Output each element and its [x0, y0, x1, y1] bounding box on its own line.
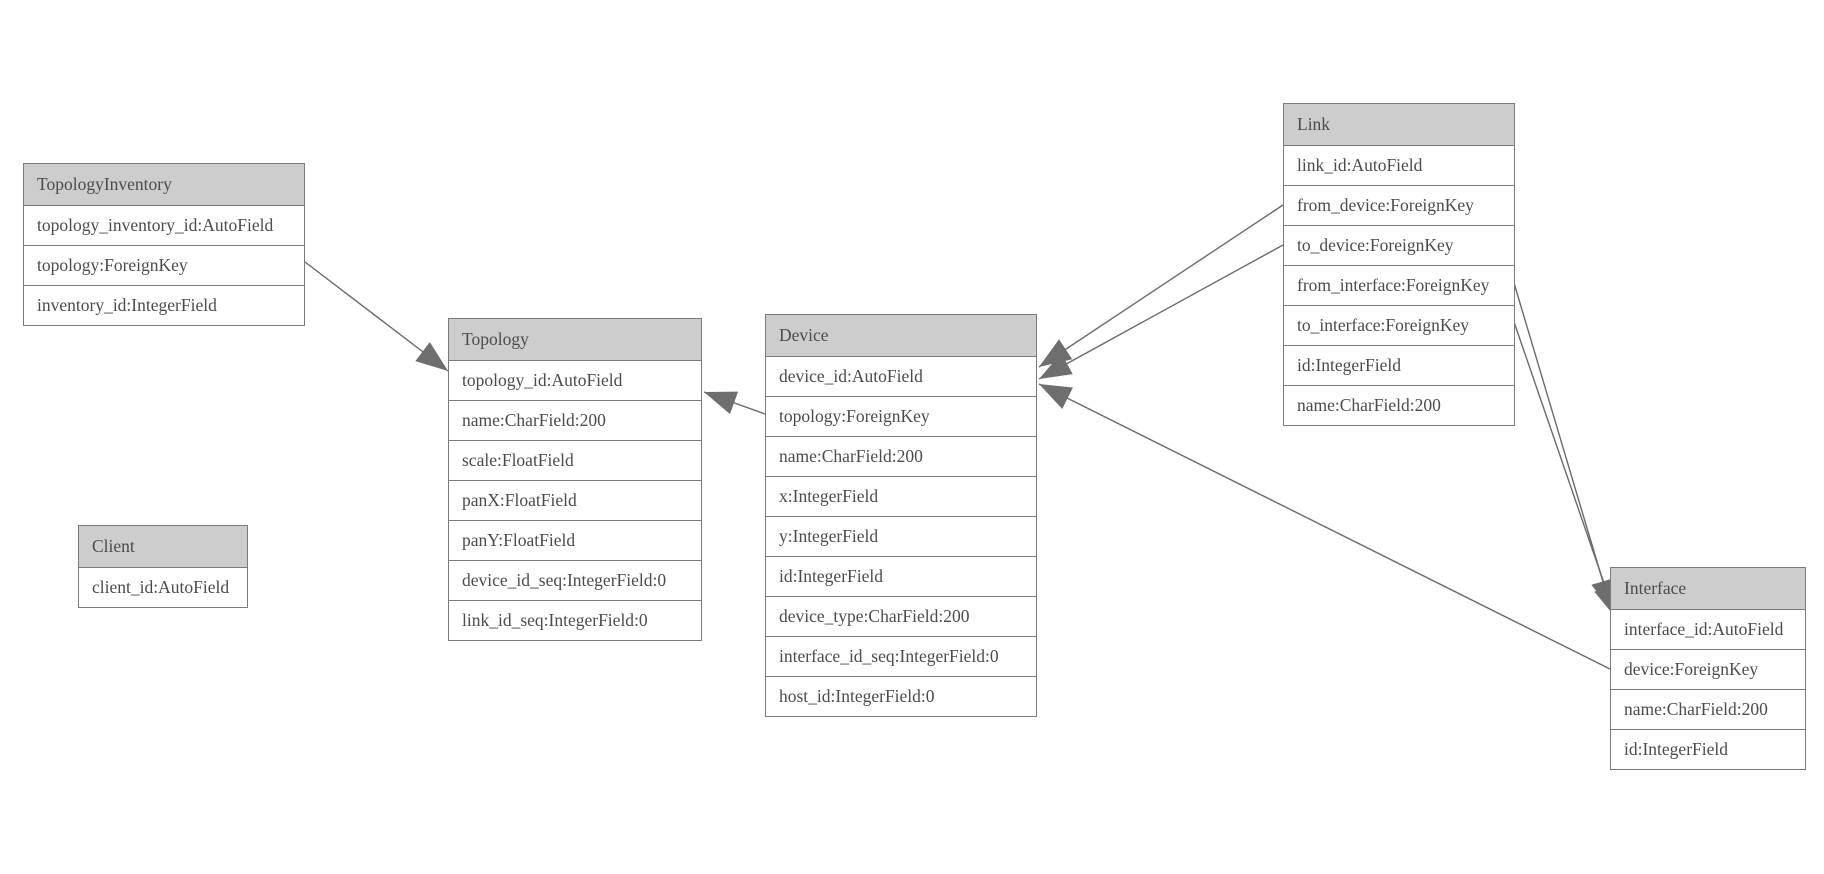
relation-link-from_device-to-device: [1038, 204, 1284, 368]
entity-field-row: scale:FloatField: [449, 440, 701, 480]
entity-field-row: device_id_seq:IntegerField:0: [449, 560, 701, 600]
entity-field-row: device_type:CharField:200: [766, 596, 1036, 636]
entity-title: Interface: [1611, 568, 1805, 609]
entity-field-row: topology_id:AutoField: [449, 360, 701, 400]
entity-field-row: id:IntegerField: [1611, 729, 1805, 769]
entity-field-row: name:CharField:200: [1284, 385, 1514, 425]
entity-field-row: y:IntegerField: [766, 516, 1036, 556]
entity-title: Device: [766, 315, 1036, 356]
entity-field-row: panY:FloatField: [449, 520, 701, 560]
entity-field-row: inventory_id:IntegerField: [24, 285, 304, 325]
relation-link-from_interface-to-interface: [1513, 282, 1615, 613]
entity-field-row: name:CharField:200: [1611, 689, 1805, 729]
entity-field-row: to_device:ForeignKey: [1284, 225, 1514, 265]
entity-field-row: interface_id:AutoField: [1611, 609, 1805, 649]
relation-topologyinventory-topology-to-topology: [304, 261, 449, 372]
relation-device-topology-to-topology: [703, 391, 766, 415]
entity-title: TopologyInventory: [24, 164, 304, 205]
entity-field-row: topology_inventory_id:AutoField: [24, 205, 304, 245]
entity-title: Topology: [449, 319, 701, 360]
entity-field-row: host_id:IntegerField:0: [766, 676, 1036, 716]
entity-field-row: topology:ForeignKey: [24, 245, 304, 285]
entity-field-row: name:CharField:200: [449, 400, 701, 440]
entity-field-row: name:CharField:200: [766, 436, 1036, 476]
relation-interface-device-to-device: [1038, 383, 1611, 670]
relation-link-to_device-to-device: [1038, 244, 1284, 380]
entity-field-row: panX:FloatField: [449, 480, 701, 520]
entity-field-row: interface_id_seq:IntegerField:0: [766, 636, 1036, 676]
entity-field-row: from_interface:ForeignKey: [1284, 265, 1514, 305]
entity-field-row: to_interface:ForeignKey: [1284, 305, 1514, 345]
entity-field-row: x:IntegerField: [766, 476, 1036, 516]
entity-field-row: device_id:AutoField: [766, 356, 1036, 396]
entity-field-row: from_device:ForeignKey: [1284, 185, 1514, 225]
entity-title: Link: [1284, 104, 1514, 145]
entity-field-row: link_id:AutoField: [1284, 145, 1514, 185]
entity-field-row: topology:ForeignKey: [766, 396, 1036, 436]
entity-field-row: id:IntegerField: [766, 556, 1036, 596]
entity-field-row: client_id:AutoField: [79, 567, 247, 607]
entity-field-row: device:ForeignKey: [1611, 649, 1805, 689]
entity-title: Client: [79, 526, 247, 567]
relation-link-to_interface-to-interface: [1513, 321, 1617, 619]
entity-field-row: id:IntegerField: [1284, 345, 1514, 385]
entity-field-row: link_id_seq:IntegerField:0: [449, 600, 701, 640]
